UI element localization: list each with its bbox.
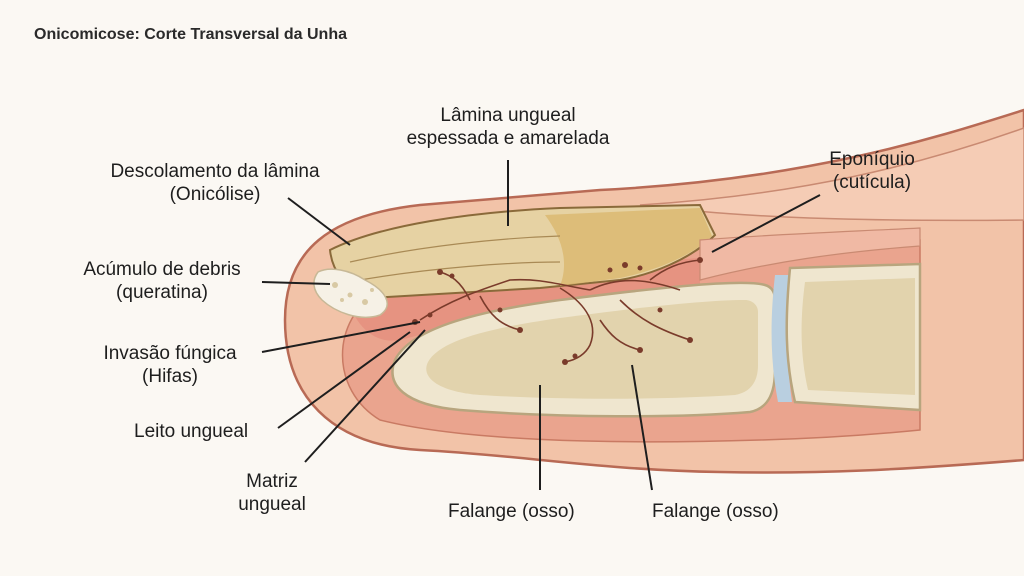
label-falange-2: Falange (osso) bbox=[652, 500, 779, 523]
leader-acumulo bbox=[261, 281, 331, 285]
nail-layer-line bbox=[349, 235, 561, 263]
label-eponiquio: Eponíquio (cutícula) bbox=[812, 148, 932, 194]
debris-specks bbox=[332, 282, 374, 305]
dorsal-fold bbox=[639, 127, 1024, 222]
label-falange-1: Falange (osso) bbox=[448, 500, 575, 523]
label-leito-line1: Leito ungueal bbox=[134, 421, 249, 442]
label-lamina-line2: espessada e amarelada bbox=[406, 128, 610, 149]
label-lamina-line1: Lâmina ungueal bbox=[440, 105, 576, 126]
distal-phalanx-marrow bbox=[426, 300, 758, 399]
label-falange1-line1: Falange (osso) bbox=[448, 501, 575, 522]
diagram-title: Onicomicose: Corte Transversal da Unha bbox=[34, 26, 347, 43]
leader-eponiquio bbox=[711, 194, 821, 253]
nail-layer-line-2 bbox=[359, 261, 561, 281]
label-invasao-fungica: Invasão fúngica (Hifas) bbox=[80, 342, 260, 388]
label-descolamento-line1: Descolamento da lâmina bbox=[110, 161, 320, 182]
label-invasao-line2: (Hifas) bbox=[142, 366, 198, 387]
label-lamina-ungueal: Lâmina ungueal espessada e amarelada bbox=[388, 104, 628, 150]
label-invasao-line1: Invasão fúngica bbox=[103, 343, 237, 364]
label-matriz-ungueal: Matriz ungueal bbox=[222, 470, 322, 516]
label-falange2-line1: Falange (osso) bbox=[652, 501, 779, 522]
leader-invasao bbox=[261, 321, 421, 353]
leader-matriz bbox=[304, 329, 426, 463]
middle-phalanx-marrow bbox=[801, 278, 915, 395]
label-acumulo-line1: Acúmulo de debris bbox=[83, 259, 241, 280]
eponychium-region bbox=[699, 227, 921, 281]
leader-falange2 bbox=[631, 364, 653, 491]
leader-lines bbox=[261, 160, 821, 491]
label-eponiquio-line1: Eponíquio bbox=[829, 149, 915, 170]
label-leito-ungueal: Leito ungueal bbox=[134, 420, 248, 443]
label-matriz-line1: Matriz bbox=[246, 471, 298, 492]
label-descolamento: Descolamento da lâmina (Onicólise) bbox=[80, 160, 350, 206]
label-matriz-line2: ungueal bbox=[238, 494, 306, 515]
label-acumulo-debris: Acúmulo de debris (queratina) bbox=[62, 258, 262, 304]
leader-descolamento bbox=[287, 197, 351, 246]
label-acumulo-line2: (queratina) bbox=[116, 282, 208, 303]
label-descolamento-line2: (Onicólise) bbox=[169, 184, 261, 205]
label-eponiquio-line2: (cutícula) bbox=[832, 172, 912, 193]
nail-plate-thickened bbox=[545, 208, 712, 286]
leader-leito bbox=[277, 331, 411, 429]
